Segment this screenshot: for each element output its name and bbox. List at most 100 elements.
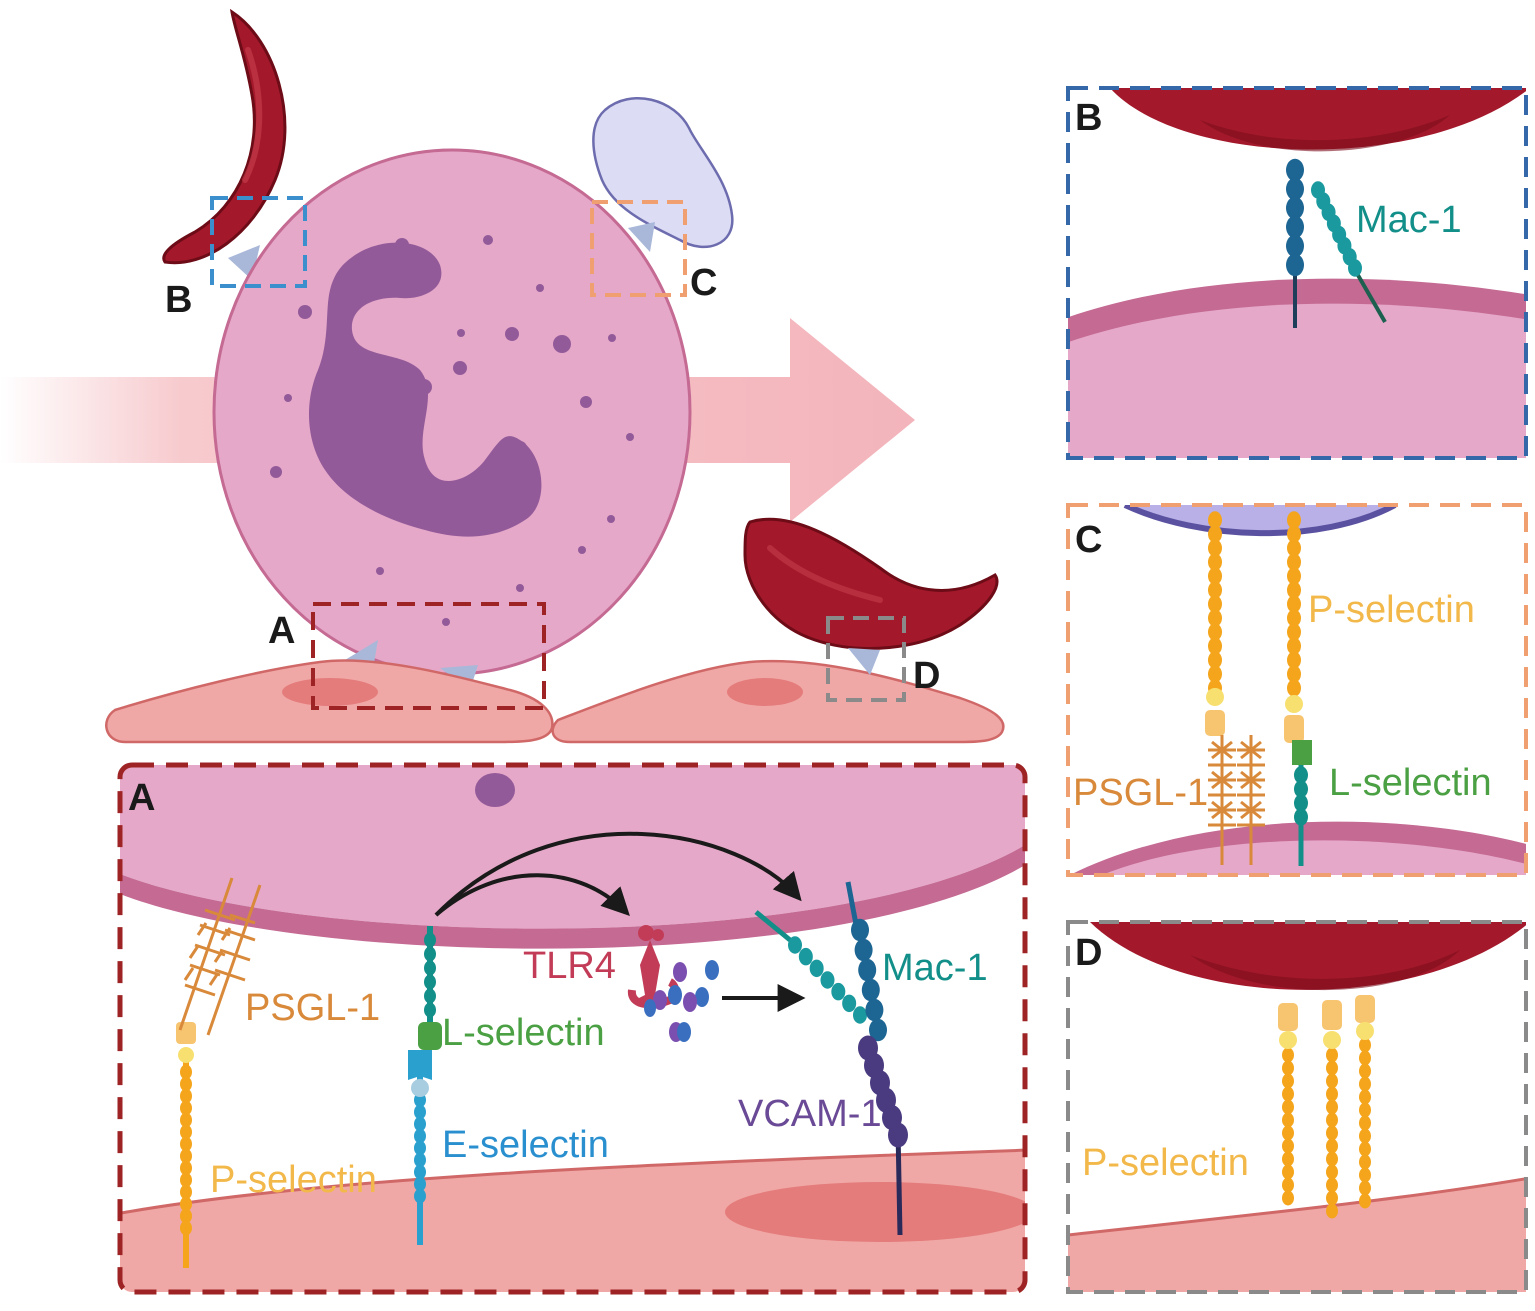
protein-bead [1208,581,1222,599]
protein-bead [1294,766,1308,784]
protein-bead [180,1148,192,1164]
protein-bead [1326,1151,1338,1167]
protein-bead [1287,567,1301,585]
protein-bead [414,1164,426,1180]
protein-bead [831,982,846,1001]
neutrophil [212,148,692,676]
protein-bead [1287,637,1301,655]
psgl1-molecule-a [178,877,262,1036]
protein-bead [414,1176,426,1192]
protein-bead [1208,665,1222,683]
protein-bead [414,1152,426,1168]
inset-panel-d: D P-selectin [1066,920,1528,1294]
protein-bead [1287,665,1301,683]
label-main-d: D [913,655,940,697]
protein-bead [1208,539,1222,557]
protein-bead [1208,651,1222,669]
protein-bead [1359,1089,1371,1105]
protein-bead [853,1006,867,1024]
inset-panel-b: B Mac-1 [1066,86,1528,460]
protein-bead [1286,234,1304,258]
protein-bead [788,936,802,954]
protein-bead [1208,609,1222,627]
protein-bead [1286,158,1304,182]
zoom-box-a [311,602,546,710]
protein-bead [1359,1076,1371,1092]
protein-bead [1282,1086,1294,1102]
protein-bead [1359,1141,1371,1157]
endothelial-cell-left [105,659,554,744]
protein-bead [1282,1047,1294,1063]
protein-bead [1287,539,1301,557]
protein-bead [180,1220,192,1236]
protein-bead [1208,553,1222,571]
protein-bead [1359,1063,1371,1079]
label-inset-a: A [128,777,155,819]
protein-bead [180,1208,192,1224]
label-b-mac1: Mac-1 [1356,199,1462,241]
label-main-c: C [690,262,717,304]
protein-bead [1208,623,1222,641]
protein-bead [1282,1073,1294,1089]
protein-bead [1326,1047,1338,1063]
protein-bead [1208,595,1222,613]
protein-bead [1359,1167,1371,1183]
protein-bead [1294,808,1308,826]
protein-bead [1326,1112,1338,1128]
protein-bead [414,1116,426,1132]
protein-bead [1287,651,1301,669]
protein-bead [1294,780,1308,798]
protein-bead [851,918,869,942]
protein-bead [1282,1112,1294,1128]
zoom-box-d [826,616,906,702]
label-inset-b: B [1075,97,1102,139]
protein-bead [424,1002,436,1018]
label-a-tlr4: TLR4 [523,945,616,987]
protein-bead [414,1104,426,1120]
label-d-pselectin: P-selectin [1082,1142,1249,1184]
protein-bead [1287,553,1301,571]
protein-bead [1326,1086,1338,1102]
protein-bead [424,946,436,962]
label-a-lselectin: L-selectin [442,1012,605,1054]
protein-bead [1287,511,1301,529]
p-selectin-molecule-c [1205,511,1304,743]
protein-bead [1326,1203,1338,1219]
label-a-pselectin: P-selectin [210,1159,377,1201]
protein-bead [854,938,873,962]
protein-bead [1282,1125,1294,1141]
protein-bead [1208,511,1222,529]
protein-bead [424,932,436,948]
label-main-b: B [165,279,192,321]
protein-bead [1282,1138,1294,1154]
protein-bead [842,994,857,1013]
protein-bead [1359,1037,1371,1053]
protein-bead [1326,1138,1338,1154]
protein-bead [180,1088,192,1104]
signal-arrow-1 [434,873,630,917]
endothelial-cell-right [551,659,1005,744]
protein-bead [180,1184,192,1200]
protein-bead [1294,794,1308,812]
sickle-red-blood-cell-right [743,517,999,675]
protein-bead [1326,1190,1338,1206]
protein-bead [1287,609,1301,627]
platelet [592,96,734,252]
zoom-box-c [590,200,687,297]
label-a-psgl1: PSGL-1 [245,987,380,1029]
signal-arrow-2 [434,831,802,917]
protein-bead [1282,1177,1294,1193]
label-c-lselectin: L-selectin [1329,762,1492,804]
protein-bead [1208,567,1222,585]
label-a-eselectin: E-selectin [442,1124,609,1166]
protein-bead [1359,1180,1371,1196]
protein-bead [1282,1190,1294,1206]
protein-bead [1286,253,1304,277]
l-selectin-molecule-a [418,926,442,1050]
protein-bead [861,978,880,1002]
l-selectin-molecule-c [1292,740,1312,866]
label-a-mac1: Mac-1 [882,947,988,989]
protein-bead [888,1122,908,1148]
protein-bead [1359,1115,1371,1131]
protein-bead [1286,215,1304,239]
